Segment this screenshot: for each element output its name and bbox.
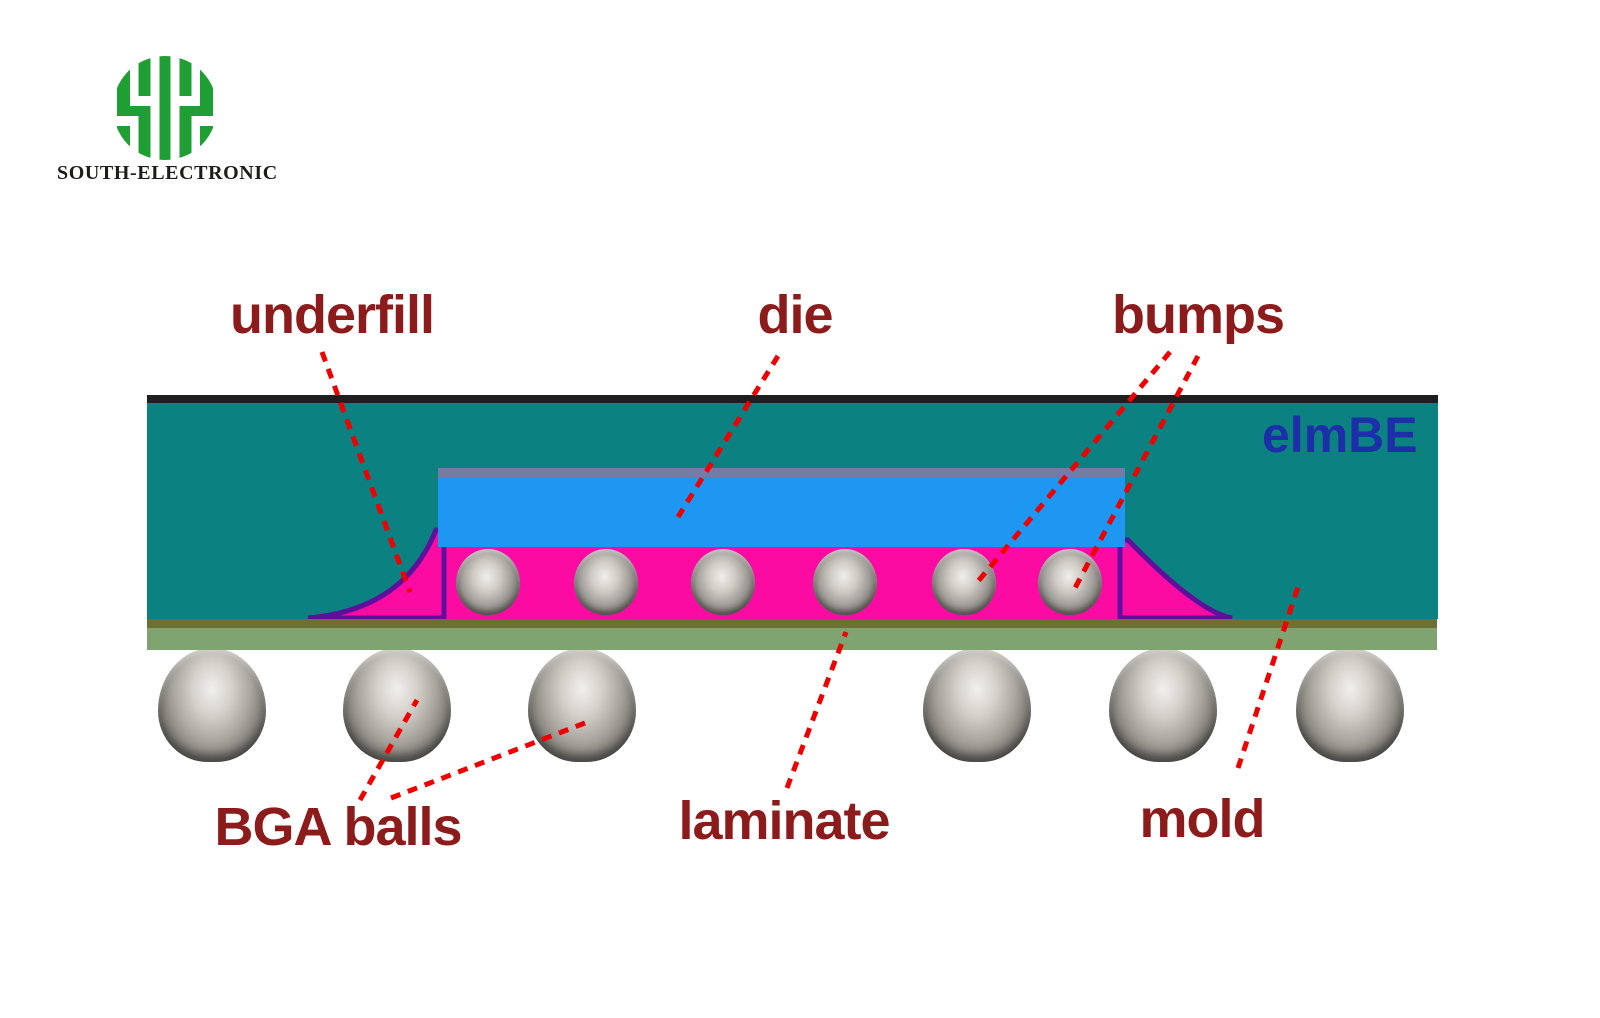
laminate-block [147, 619, 1437, 650]
bga-ball-1 [158, 648, 266, 762]
underfill-block [436, 547, 1126, 619]
label-die: die [757, 285, 833, 345]
bump-5 [932, 549, 996, 615]
bga-ball-5 [1109, 648, 1217, 762]
leader-mold [1235, 586, 1301, 769]
leader-bga-2 [390, 720, 586, 801]
company-name: SOUTH-ELECTRONIC [57, 162, 278, 184]
bump-1 [456, 549, 520, 615]
bga-ball-4 [923, 648, 1031, 762]
underfill-fillet-right [1117, 537, 1233, 621]
leader-bumps-1 [973, 350, 1172, 587]
underfill-fillet-left [307, 527, 447, 621]
hh-ball-logo-icon [117, 56, 213, 160]
bump-6 [1038, 549, 1102, 615]
leader-bga-1 [357, 698, 420, 802]
watermark-text: elmBE [1262, 407, 1418, 463]
bga-ball-3 [528, 648, 636, 762]
label-bga-balls: BGA balls [214, 797, 462, 857]
leader-underfill [319, 351, 413, 593]
bump-3 [691, 549, 755, 615]
bump-4 [813, 549, 877, 615]
bump-2 [574, 549, 638, 615]
label-mold: mold [1139, 789, 1266, 849]
label-bumps: bumps [1111, 285, 1285, 345]
label-laminate: laminate [678, 791, 890, 851]
leader-laminate [784, 631, 849, 789]
leader-die [675, 354, 781, 519]
bga-ball-2 [343, 648, 451, 762]
bga-ball-6 [1296, 648, 1404, 762]
leader-bumps-2 [1072, 354, 1201, 590]
logo: SOUTH-ELECTRONIC [55, 52, 285, 192]
die-block [438, 468, 1125, 547]
label-underfill: underfill [230, 285, 435, 345]
